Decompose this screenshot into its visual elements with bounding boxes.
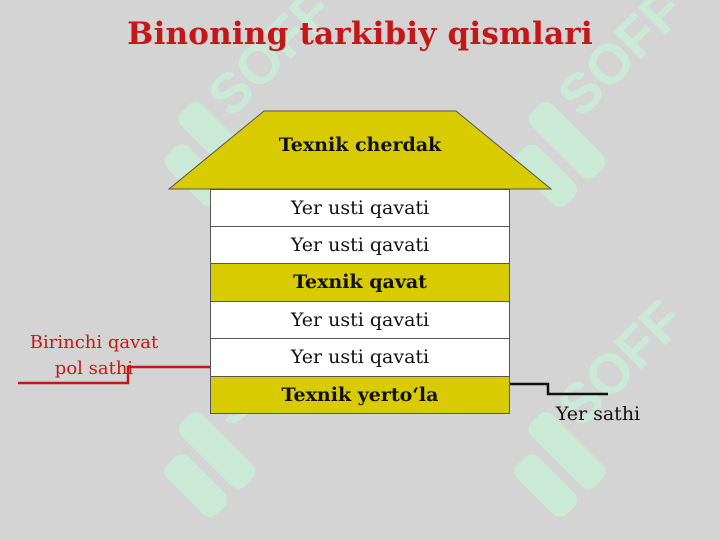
building-floors: Yer usti qavati Yer usti qavati Texnik q… — [210, 189, 510, 414]
floor-basement: Texnik yerto‘la — [210, 376, 510, 414]
first-floor-level-label: Birinchi qavat pol sathi — [29, 332, 159, 379]
soff-watermark-icon: SOFF — [445, 0, 695, 220]
roof-label: Texnik cherdak — [278, 134, 442, 156]
floor-2: Yer usti qavati — [210, 226, 510, 264]
floor-4: Yer usti qavati — [210, 339, 510, 377]
floor-technical: Texnik qavat — [210, 264, 510, 302]
slide-title: Binoning tarkibiy qismlari — [127, 16, 593, 52]
soff-watermark-icon: SOFF — [95, 0, 345, 220]
ground-level-label: Yer sathi — [555, 403, 641, 425]
floor-3: Yer usti qavati — [210, 301, 510, 339]
roof-attic — [167, 110, 553, 190]
soff-watermark-icon: SOFF — [445, 287, 695, 530]
floor-1: Yer usti qavati — [210, 189, 510, 227]
